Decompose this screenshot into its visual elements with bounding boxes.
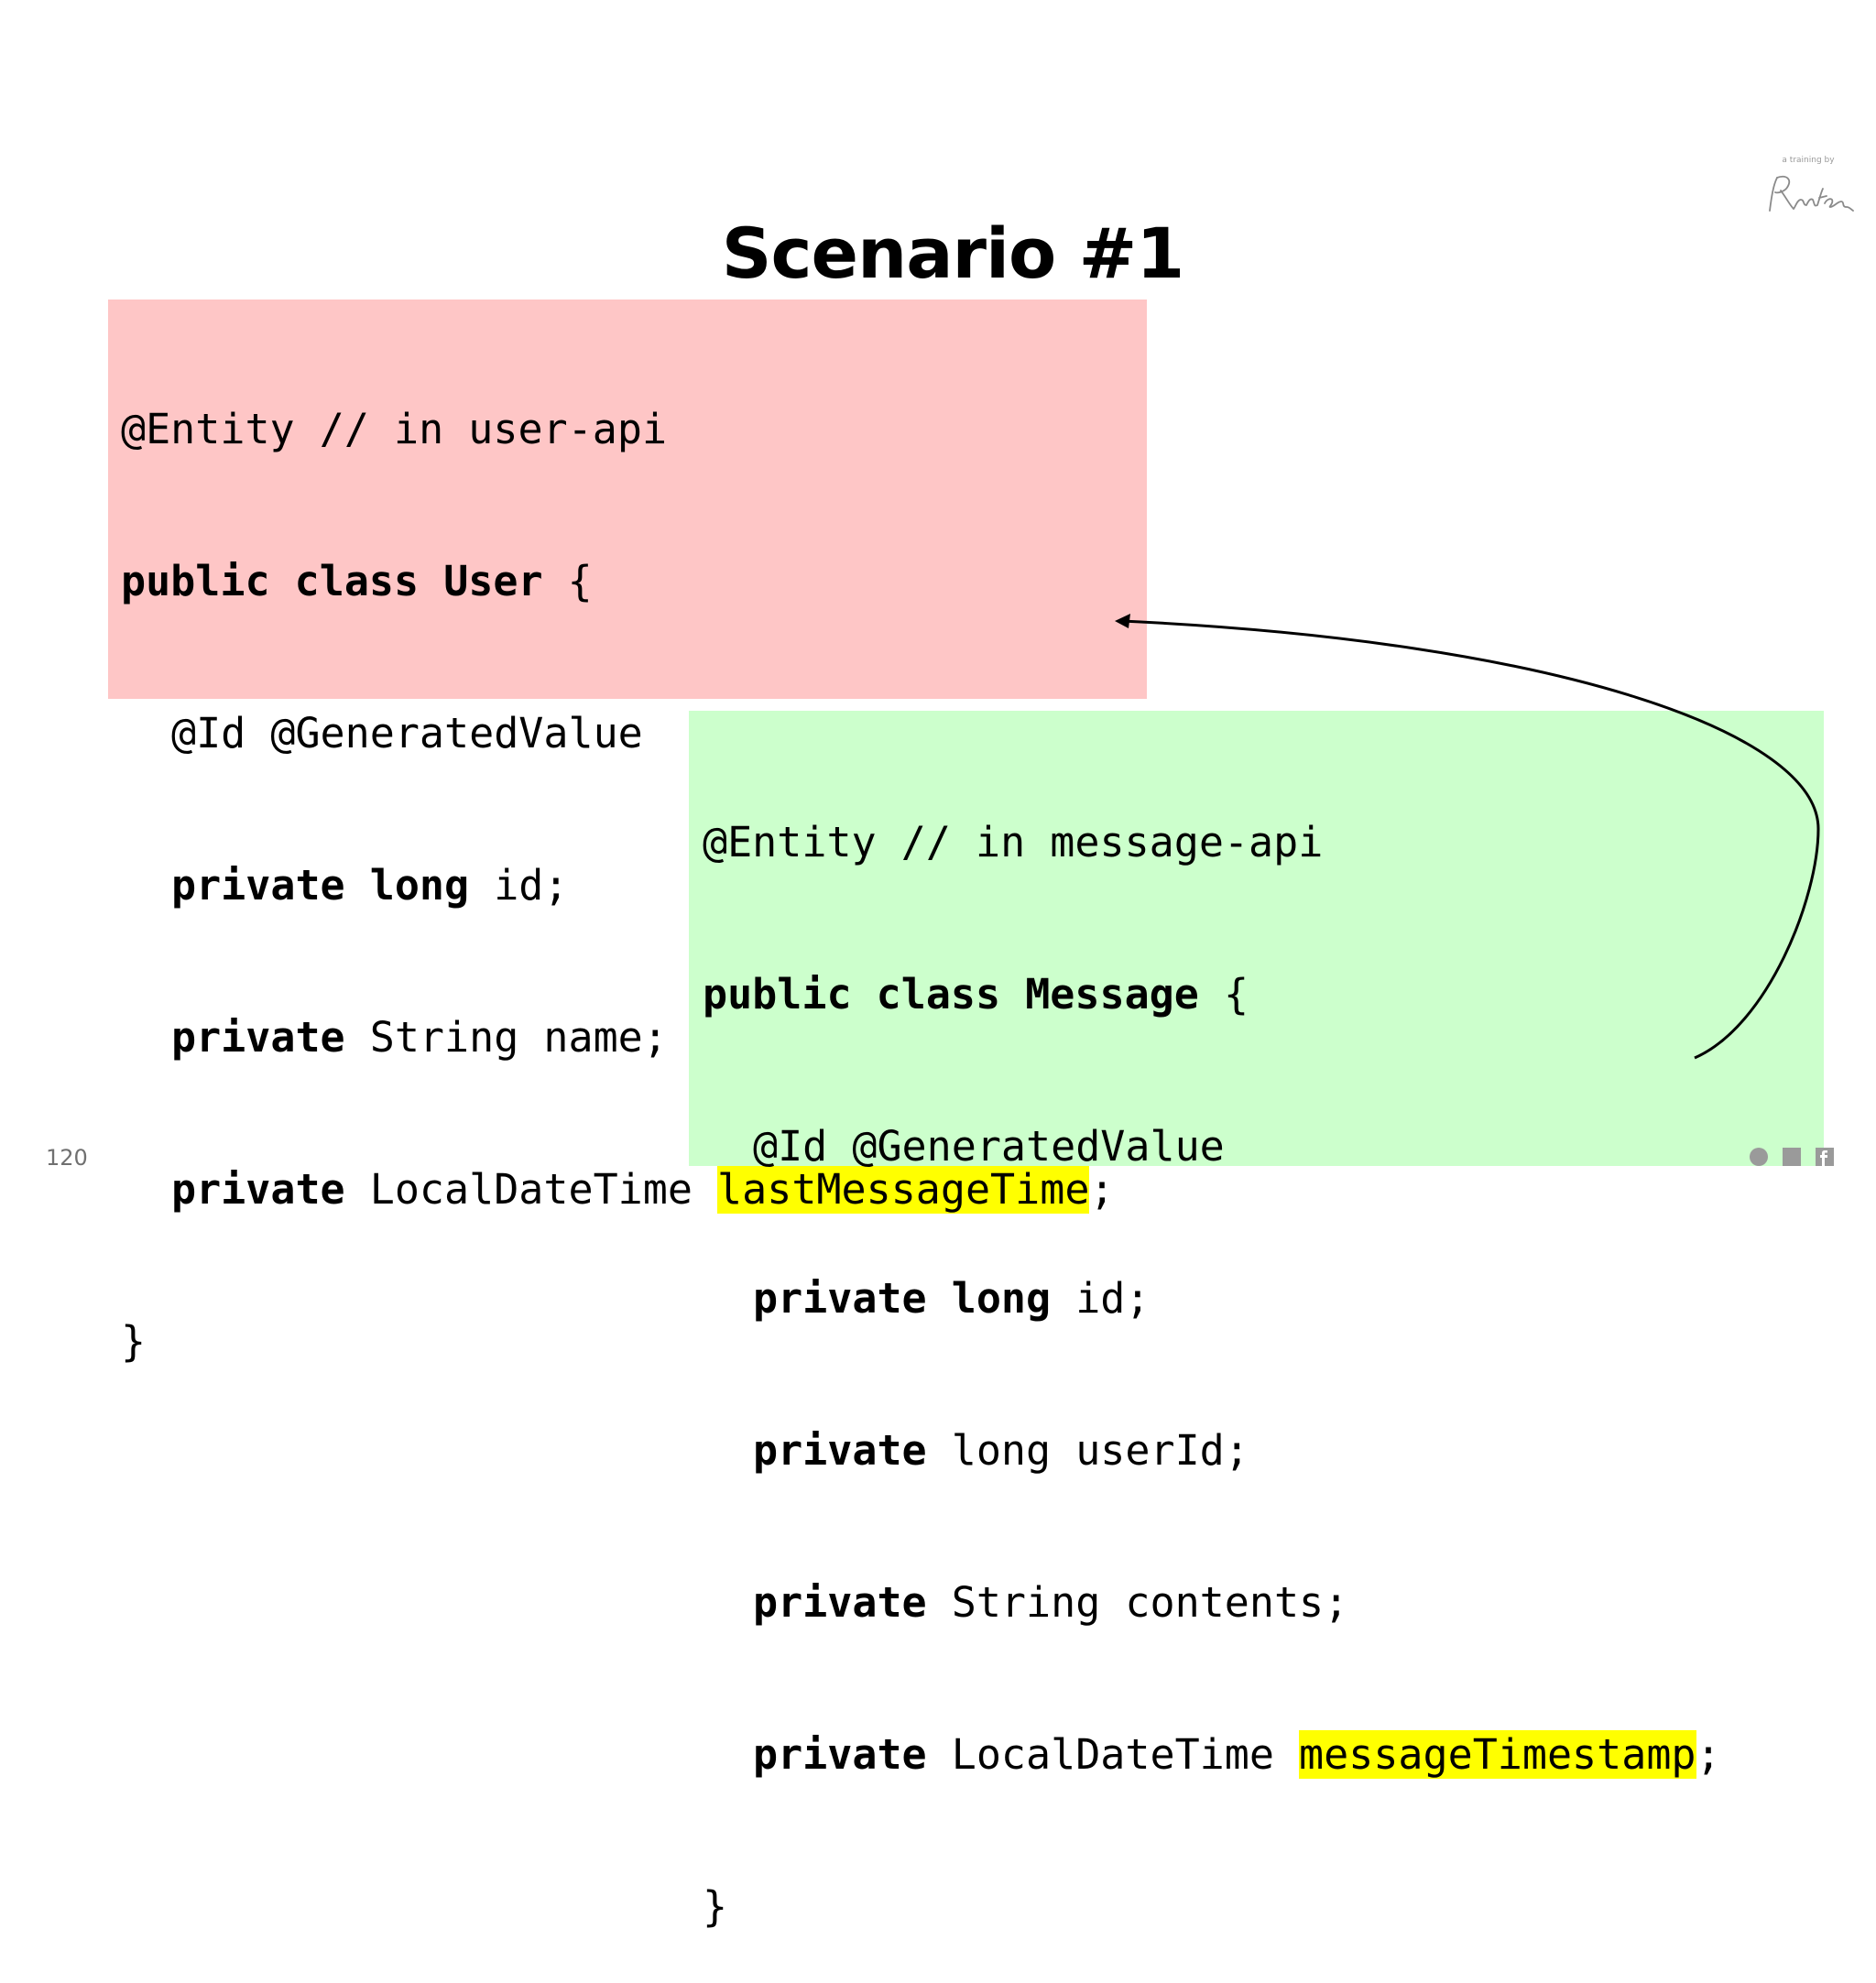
code-text: String contents; <box>926 1578 1349 1627</box>
code-line: private String name; <box>121 1010 1147 1065</box>
code-text: ; <box>1089 1165 1115 1214</box>
code-keyword: private <box>753 1730 927 1779</box>
code-line: public class Message { <box>703 967 1824 1022</box>
code-text: ; <box>1696 1730 1721 1779</box>
code-annotation-text: @Entity // in user-api <box>121 405 668 453</box>
code-keyword: private <box>171 1165 345 1214</box>
highlighted-field-lastMessageTime: lastMessageTime <box>717 1165 1090 1214</box>
highlighted-field-messageTimestamp: messageTimestamp <box>1299 1730 1696 1779</box>
code-line: } <box>703 1879 1824 1934</box>
twitter-icon <box>1750 1148 1768 1166</box>
code-line: private long userId; <box>703 1423 1824 1478</box>
code-keyword: private long <box>171 861 470 910</box>
code-line: @Id @GeneratedValue <box>703 1119 1824 1174</box>
page-number: 120 <box>46 1145 88 1171</box>
code-keyword: private long <box>753 1274 1052 1323</box>
code-text: id; <box>1051 1274 1151 1323</box>
code-text: { <box>1198 970 1249 1019</box>
code-text: long userId; <box>926 1426 1249 1475</box>
code-text: @Id @GeneratedValue <box>753 1122 1225 1171</box>
code-keyword: public class User <box>121 557 543 605</box>
logo-tagline: a training by <box>1782 156 1835 165</box>
code-keyword: private <box>753 1426 927 1475</box>
code-text: } <box>703 1882 728 1931</box>
slide-title: Scenario #1 <box>721 212 1185 294</box>
signature-logo-icon <box>1769 175 1854 212</box>
code-line: public class User { <box>121 554 1147 609</box>
code-line: @Entity // in user-api <box>121 402 1147 457</box>
code-text: } <box>121 1317 147 1366</box>
code-text: @Id @GeneratedValue <box>171 709 643 757</box>
code-annotation-text: @Entity // in message-api <box>703 818 1324 866</box>
code-line: private LocalDateTime lastMessageTime; <box>121 1162 1147 1217</box>
code-text: String name; <box>344 1013 668 1062</box>
code-keyword: private <box>753 1578 927 1627</box>
code-line: private long id; <box>703 1271 1824 1326</box>
code-line: private long id; <box>121 858 1147 913</box>
code-keyword: public class Message <box>703 970 1199 1019</box>
user-entity-code-box: @Entity // in user-api public class User… <box>108 300 1147 1366</box>
code-text: { <box>542 557 593 605</box>
linkedin-icon <box>1783 1148 1801 1166</box>
message-entity-code-box: @Entity // in message-api public class M… <box>689 711 1824 1931</box>
code-line: private LocalDateTime messageTimestamp; <box>703 1727 1824 1782</box>
brand-logo: a training by <box>1762 156 1854 220</box>
code-line: @Entity // in message-api <box>703 815 1824 870</box>
code-text: LocalDateTime <box>926 1730 1300 1779</box>
code-line: @Id @GeneratedValue <box>121 706 1147 761</box>
code-line: private String contents; <box>703 1575 1824 1630</box>
code-keyword: private <box>171 1013 345 1062</box>
social-icons <box>1750 1148 1834 1166</box>
code-text: LocalDateTime <box>344 1165 718 1214</box>
code-text: id; <box>469 861 569 910</box>
